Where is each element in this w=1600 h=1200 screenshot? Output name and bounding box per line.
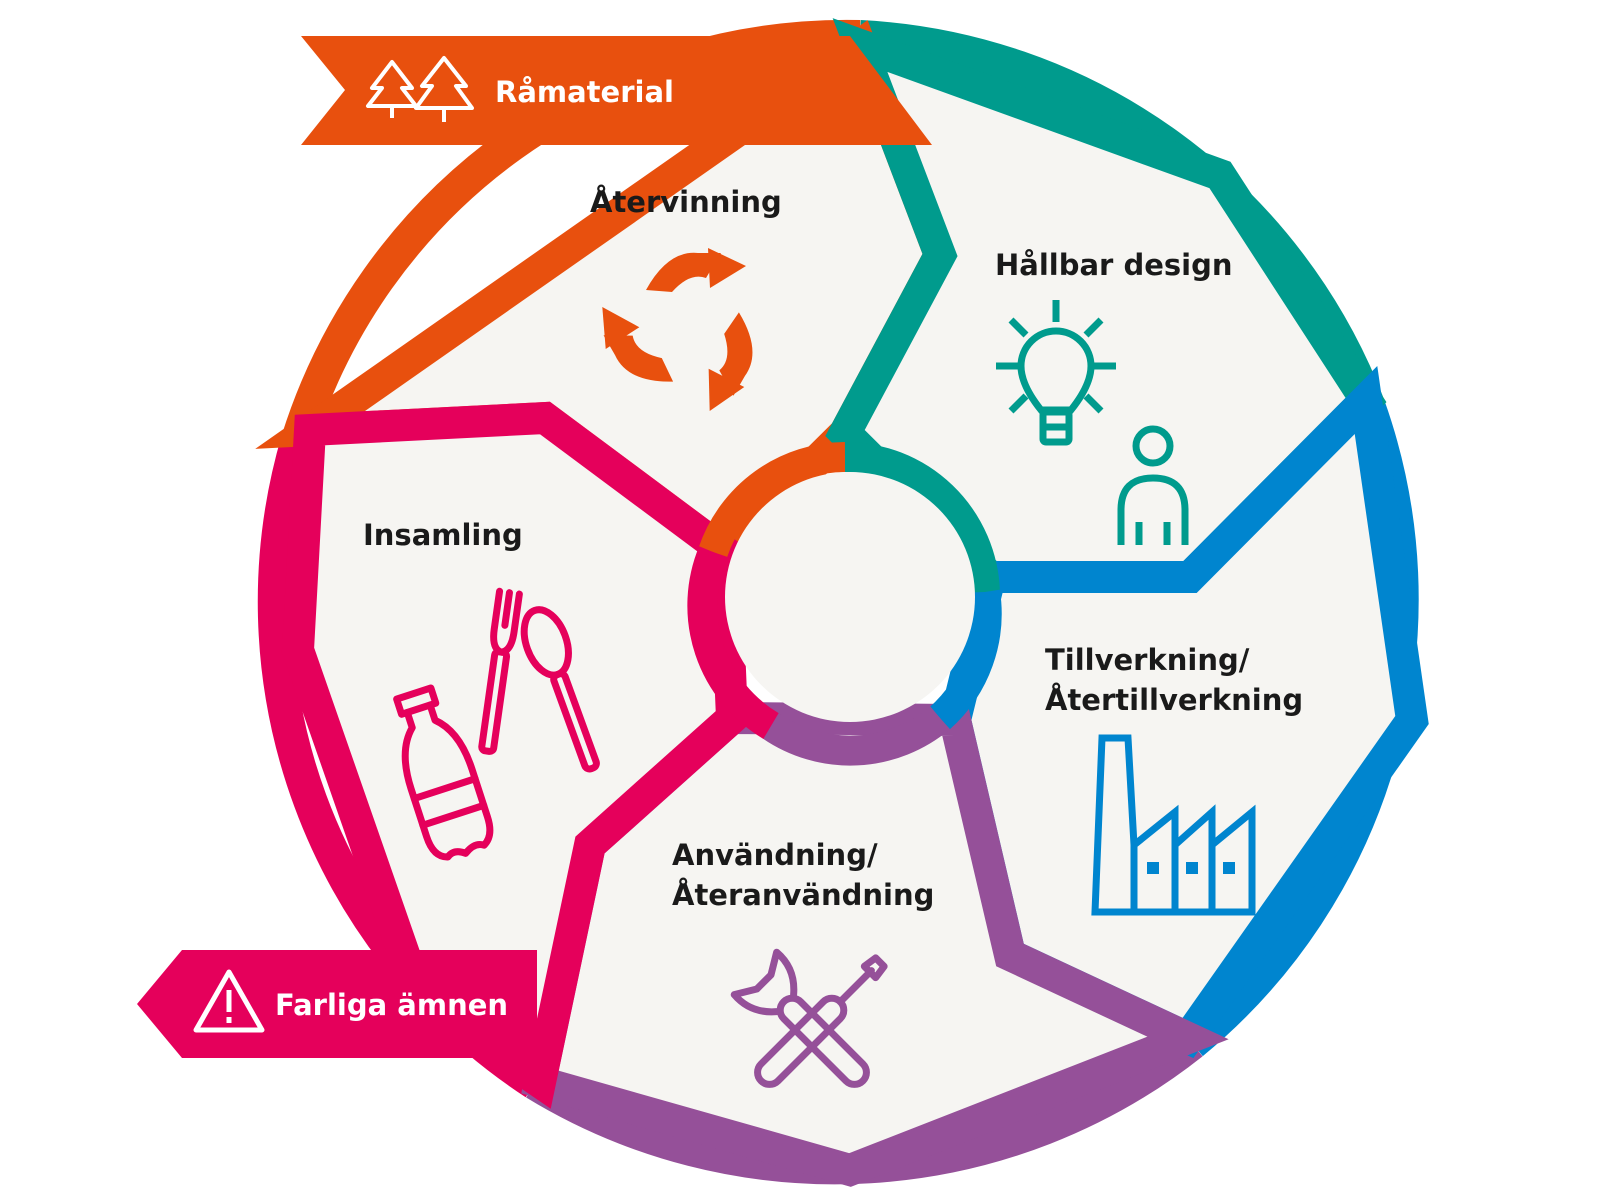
label-anvandning-1: Användning/ bbox=[672, 838, 878, 872]
hub-arc-hallbar-design bbox=[844, 442, 1000, 593]
center-hub bbox=[687, 442, 1002, 766]
banner-ramaterial: Råmaterial bbox=[301, 36, 932, 145]
banner-ramaterial-label: Råmaterial bbox=[495, 75, 674, 109]
factory-icon bbox=[1091, 734, 1256, 916]
recycle-icon bbox=[602, 248, 753, 411]
label-atervinning: Återvinning bbox=[590, 185, 782, 219]
hub-arc-insamling bbox=[687, 546, 779, 739]
lightbulb-person-icon bbox=[996, 300, 1189, 545]
sectors bbox=[255, 18, 1429, 1187]
label-tillverkning-2: Återtillverkning bbox=[1045, 683, 1303, 717]
hub-arc-tillverkning bbox=[929, 589, 1002, 730]
banner-farliga-label: Farliga ämnen bbox=[275, 988, 508, 1022]
banner-ramaterial-shape bbox=[301, 36, 932, 145]
hub-arc-atervinning bbox=[698, 442, 846, 558]
label-hallbar-design: Hållbar design bbox=[995, 248, 1232, 282]
banner-farliga: Farliga ämnen bbox=[137, 950, 537, 1058]
hub-arc-anvandning bbox=[762, 706, 950, 766]
warning-icon bbox=[193, 969, 265, 1033]
hub-center bbox=[725, 472, 975, 722]
bottle-cutlery-icon bbox=[393, 587, 600, 861]
label-anvandning-2: Återanvändning bbox=[672, 878, 934, 912]
label-insamling: Insamling bbox=[363, 518, 523, 552]
trees-icon bbox=[366, 56, 474, 122]
segment-labels: Återvinning Hållbar design Tillverkning/… bbox=[363, 185, 1303, 912]
wrench-screwdriver-icon bbox=[730, 948, 888, 1088]
label-tillverkning-1: Tillverkning/ bbox=[1045, 643, 1250, 677]
